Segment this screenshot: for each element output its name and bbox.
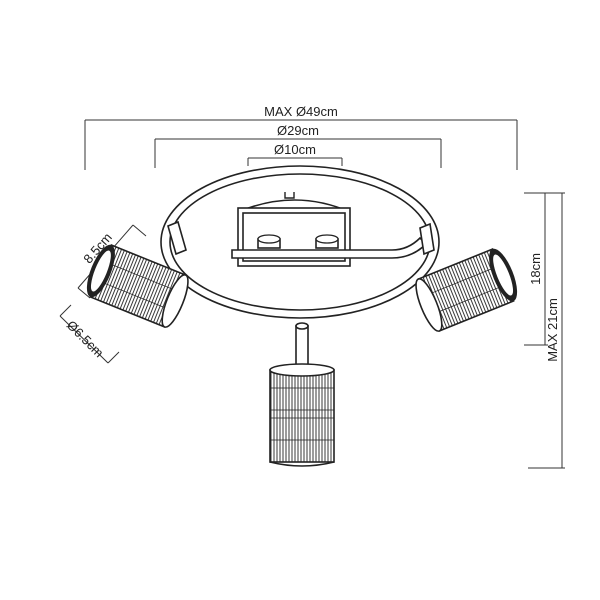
dimension-max-diameter: MAX Ø49cm <box>84 104 518 170</box>
max-height-label: MAX 21cm <box>545 298 560 362</box>
left-spotlight <box>86 220 189 328</box>
ring-diameter-label: Ø29cm <box>277 123 319 138</box>
mounting-bar <box>231 234 428 259</box>
dimension-spot-diameter: Ø6.5cm <box>59 304 120 364</box>
dimension-ring-diameter: Ø29cm <box>154 123 442 168</box>
dimension-plate-diameter: Ø10cm <box>247 142 343 166</box>
dimension-max-height: MAX 21cm <box>528 192 565 469</box>
dimension-height: 18cm <box>524 192 548 346</box>
max-diameter-label: MAX Ø49cm <box>264 104 338 119</box>
height-label: 18cm <box>528 253 543 285</box>
center-spotlight <box>269 322 335 467</box>
plate-diameter-label: Ø10cm <box>274 142 316 157</box>
spot-diameter-label: Ø6.5cm <box>64 317 107 360</box>
right-spotlight <box>415 222 518 332</box>
